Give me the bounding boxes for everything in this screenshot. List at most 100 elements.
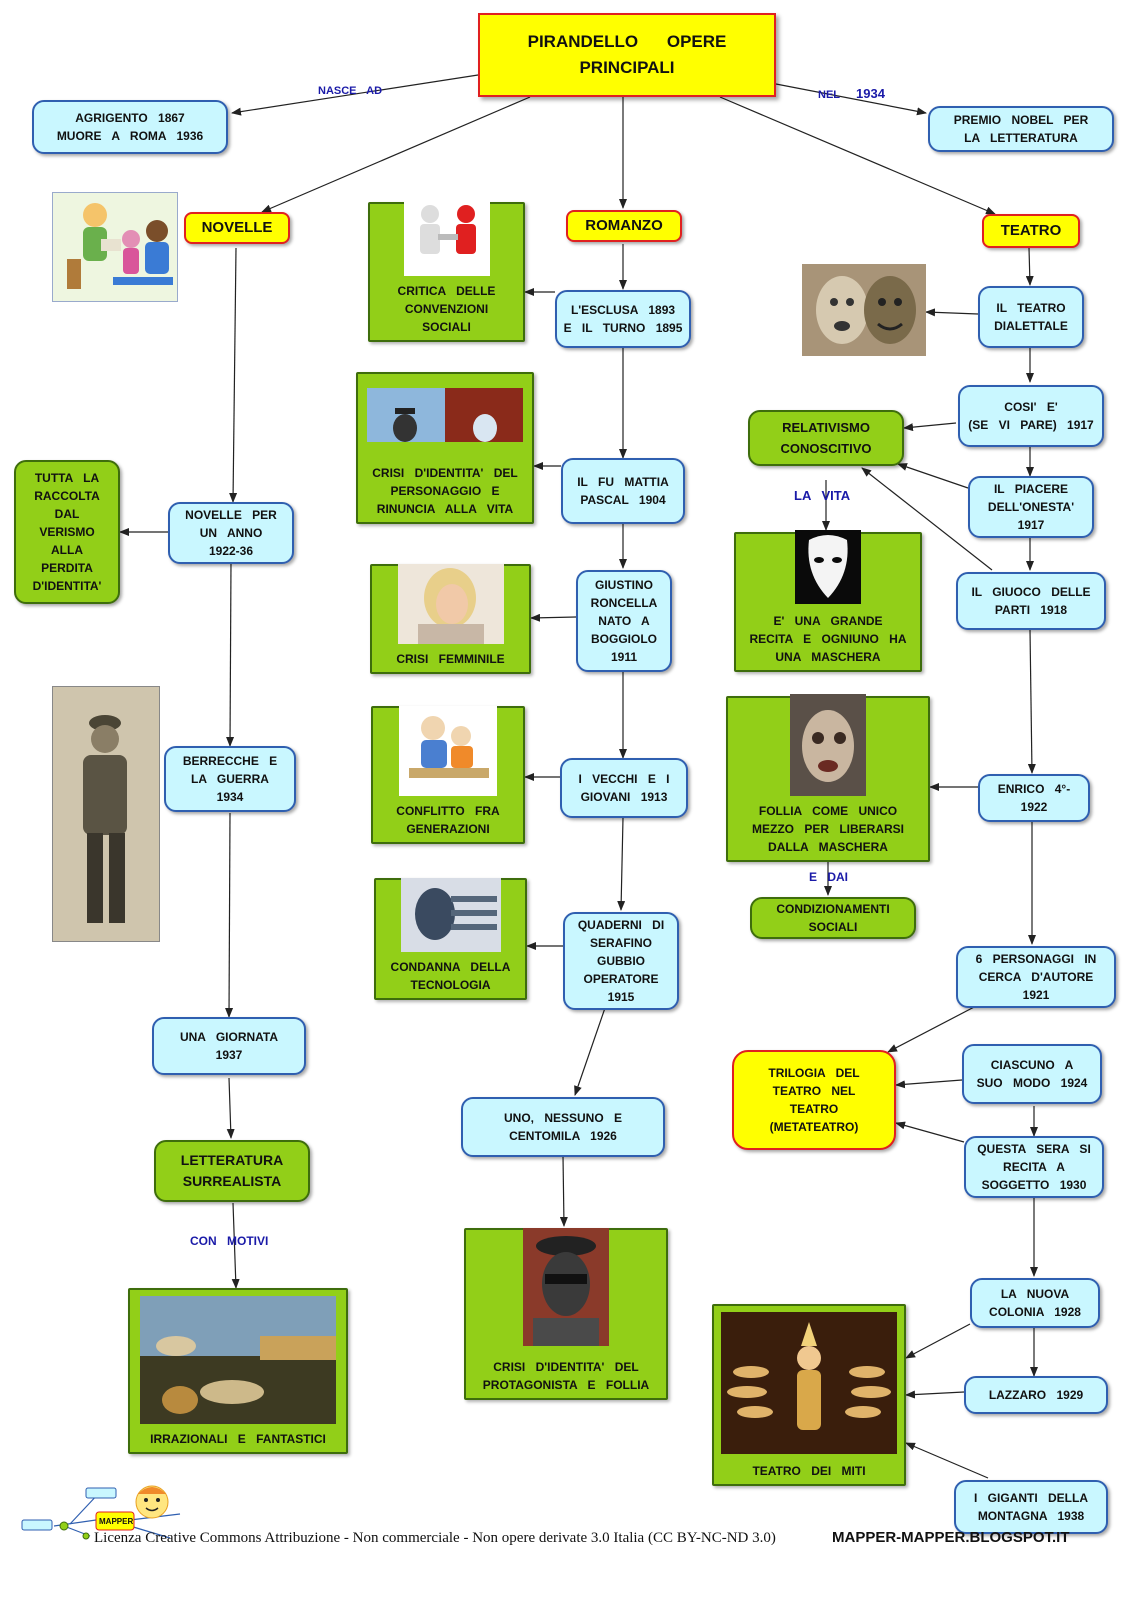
teatro-header-text: TEATRO bbox=[1000, 222, 1062, 239]
surrealista-node: LETTERATURA SURREALISTA bbox=[154, 1140, 310, 1202]
edge-title-novelle bbox=[261, 96, 531, 213]
ciascuno-line1: CIASCUNO A bbox=[990, 1058, 1074, 1072]
crisi-identita-line3: RINUNCIA ALLA VITA bbox=[376, 502, 514, 516]
raccolta-line2: RACCOLTA bbox=[34, 489, 100, 503]
quaderni-line3: GUBBIO bbox=[597, 954, 645, 968]
uno-nessuno-line2: CENTOMILA 1926 bbox=[509, 1129, 617, 1143]
tecnologia-line2: TECNOLOGIA bbox=[410, 978, 491, 992]
novelle-header-text: NOVELLE bbox=[201, 219, 273, 236]
condizionamenti-line1: CONDIZIONAMENTI bbox=[776, 902, 890, 916]
giuoco-line2: PARTI 1918 bbox=[994, 603, 1068, 617]
map-title-line1: PIRANDELLO OPERE bbox=[527, 32, 727, 51]
novelle-anno-line1: NOVELLE PER bbox=[185, 508, 277, 522]
giustino-line5: 1911 bbox=[610, 650, 638, 664]
giuoco-line1: IL GIUOCO DELLE bbox=[971, 585, 1091, 599]
irrazionali-text: IRRAZIONALI E FANTASTICI bbox=[150, 1432, 326, 1446]
label-la-vita: LA VITA bbox=[794, 488, 851, 503]
enrico-line1: ENRICO 4°- bbox=[997, 782, 1071, 796]
mattia-line2: PASCAL 1904 bbox=[580, 493, 666, 507]
giornata-node: UNA GIORNATA 1937 bbox=[152, 1017, 306, 1075]
trilogia-line2: TEATRO NEL bbox=[772, 1084, 856, 1098]
sei-personaggi-line1: 6 PERSONAGGI IN bbox=[975, 952, 1097, 966]
bio-node: AGRIGENTO 1867 MUORE A ROMA 1936 bbox=[32, 100, 228, 154]
white-mask-picture bbox=[795, 530, 861, 604]
nuova-colonia-line2: COLONIA 1928 bbox=[989, 1305, 1081, 1319]
romanzo-header: ROMANZO bbox=[566, 210, 682, 242]
teatro-miti-text: TEATRO DEI MITI bbox=[752, 1464, 866, 1478]
label-nel: NEL bbox=[818, 89, 840, 101]
masked-man-picture bbox=[523, 1228, 609, 1346]
edge-giganti-miti bbox=[905, 1442, 989, 1479]
enrico-node: ENRICO 4°- 1922 bbox=[978, 774, 1090, 822]
piacere-line3: 1917 bbox=[1017, 518, 1045, 532]
giustino-line1: GIUSTINO bbox=[594, 578, 653, 592]
quaderni-line1: QUADERNI DI bbox=[577, 918, 665, 932]
giustino-line2: RONCELLA bbox=[590, 596, 658, 610]
label-e-dai: E DAI bbox=[809, 870, 849, 884]
conflitto-node: CONFLITTO FRA GENERAZIONI bbox=[371, 706, 525, 844]
giganti-line1: I GIGANTI DELLA bbox=[974, 1491, 1088, 1505]
protagonista-line2: PROTAGONISTA E FOLLIA bbox=[482, 1378, 650, 1392]
soldier-portrait-picture bbox=[52, 686, 160, 942]
giustino-node: GIUSTINO RONCELLA NATO A BOGGIOLO 1911 bbox=[576, 570, 672, 672]
teatro-miti-node: TEATRO DEI MITI bbox=[712, 1304, 906, 1486]
giganti-line2: MONTAGNA 1938 bbox=[977, 1509, 1085, 1523]
edge-ciascuno-trilogia bbox=[895, 1079, 963, 1089]
cosi-node: COSI' E' (SE VI PARE) 1917 bbox=[958, 385, 1104, 447]
edge-berrecche-giornata bbox=[225, 812, 234, 1018]
questa-sera-line1: QUESTA SERA SI bbox=[977, 1142, 1091, 1156]
vecchi-line2: GIOVANI 1913 bbox=[580, 790, 668, 804]
trilogia-node: TRILOGIA DEL TEATRO NEL TEATRO (METATEAT… bbox=[732, 1050, 896, 1150]
nobel-line1: PREMIO NOBEL PER bbox=[953, 113, 1089, 127]
lazzaro-node: LAZZARO 1929 bbox=[964, 1376, 1108, 1414]
mapper-logo-text: MAPPER bbox=[99, 1517, 134, 1526]
surrealista-line2: SURREALISTA bbox=[182, 1173, 282, 1189]
edge-title-nobel bbox=[775, 83, 927, 116]
questa-sera-node: QUESTA SERA SI RECITA A SOGGETTO 1930 bbox=[964, 1136, 1104, 1198]
condizionamenti-node: CONDIZIONAMENTI SOCIALI bbox=[750, 897, 916, 939]
bio-line2: MUORE A ROMA 1936 bbox=[56, 129, 204, 143]
children-reading-picture bbox=[52, 192, 178, 302]
giganti-node: I GIGANTI DELLA MONTAGNA 1938 bbox=[954, 1480, 1108, 1534]
edge-colonia-miti bbox=[905, 1323, 971, 1359]
edge-title-bio bbox=[231, 74, 479, 116]
edge-piacere-relativismo bbox=[897, 463, 969, 489]
edge-surrealista-irrazionali bbox=[231, 1202, 240, 1289]
giornata-line1: UNA GIORNATA bbox=[179, 1030, 279, 1044]
follia-line2: MEZZO PER LIBERARSI bbox=[751, 822, 904, 836]
site-link[interactable]: MAPPER-MAPPER.BLOGSPOT.IT bbox=[832, 1529, 1070, 1546]
sei-personaggi-line3: 1921 bbox=[1022, 988, 1050, 1002]
theatre-masks-picture bbox=[802, 264, 926, 356]
crisi-identita-line1: CRISI D'IDENTITA' DEL bbox=[372, 466, 518, 480]
raccolta-line3: DAL bbox=[54, 507, 80, 521]
dialettale-node: IL TEATRO DIALETTALE bbox=[978, 286, 1084, 348]
vecchi-node: I VECCHI E I GIOVANI 1913 bbox=[560, 758, 688, 818]
edge-dialettale-masks bbox=[925, 308, 979, 317]
mapper-logo: MAPPER bbox=[20, 1478, 190, 1548]
edge-questa-trilogia bbox=[895, 1121, 965, 1143]
giustino-line3: NATO A bbox=[598, 614, 650, 628]
relativismo-node: RELATIVISMO CONOSCITIVO bbox=[748, 410, 904, 466]
edge-giornata-surrealista bbox=[226, 1077, 235, 1139]
crisi-femminile-text: CRISI FEMMINILE bbox=[396, 652, 505, 666]
nuova-colonia-node: LA NUOVA COLONIA 1928 bbox=[970, 1278, 1100, 1328]
raccolta-line1: TUTTA LA bbox=[34, 471, 100, 485]
trilogia-line1: TRILOGIA DEL bbox=[768, 1066, 860, 1080]
crisi-identita-line2: PERSONAGGIO E bbox=[390, 484, 500, 498]
recita-line1: E' UNA GRANDE bbox=[773, 614, 883, 628]
edge-anno-berrecche bbox=[226, 561, 235, 747]
map-title-line2: PRINCIPALI bbox=[579, 58, 675, 77]
critica-line2: CONVENZIONI bbox=[404, 302, 489, 316]
quaderni-line2: SERAFINO bbox=[589, 936, 652, 950]
quaderni-node: QUADERNI DI SERAFINO GUBBIO OPERATORE 19… bbox=[563, 912, 679, 1010]
follia-line3: DALLA MASCHERA bbox=[768, 840, 888, 854]
esclusa-line1: L'ESCLUSA 1893 bbox=[570, 303, 676, 317]
edge-teatro-dialettale bbox=[1025, 247, 1034, 286]
novelle-anno-line3: 1922-36 bbox=[208, 544, 254, 558]
relativismo-line1: RELATIVISMO bbox=[782, 420, 870, 435]
generations-picture bbox=[399, 706, 497, 796]
berrecche-line2: LA GUERRA bbox=[191, 772, 269, 786]
recita-line2: RECITA E OGNIUNO HA bbox=[749, 632, 907, 646]
enrico-line2: 1922 bbox=[1020, 800, 1048, 814]
raccolta-line4: VERISMO bbox=[39, 525, 95, 539]
